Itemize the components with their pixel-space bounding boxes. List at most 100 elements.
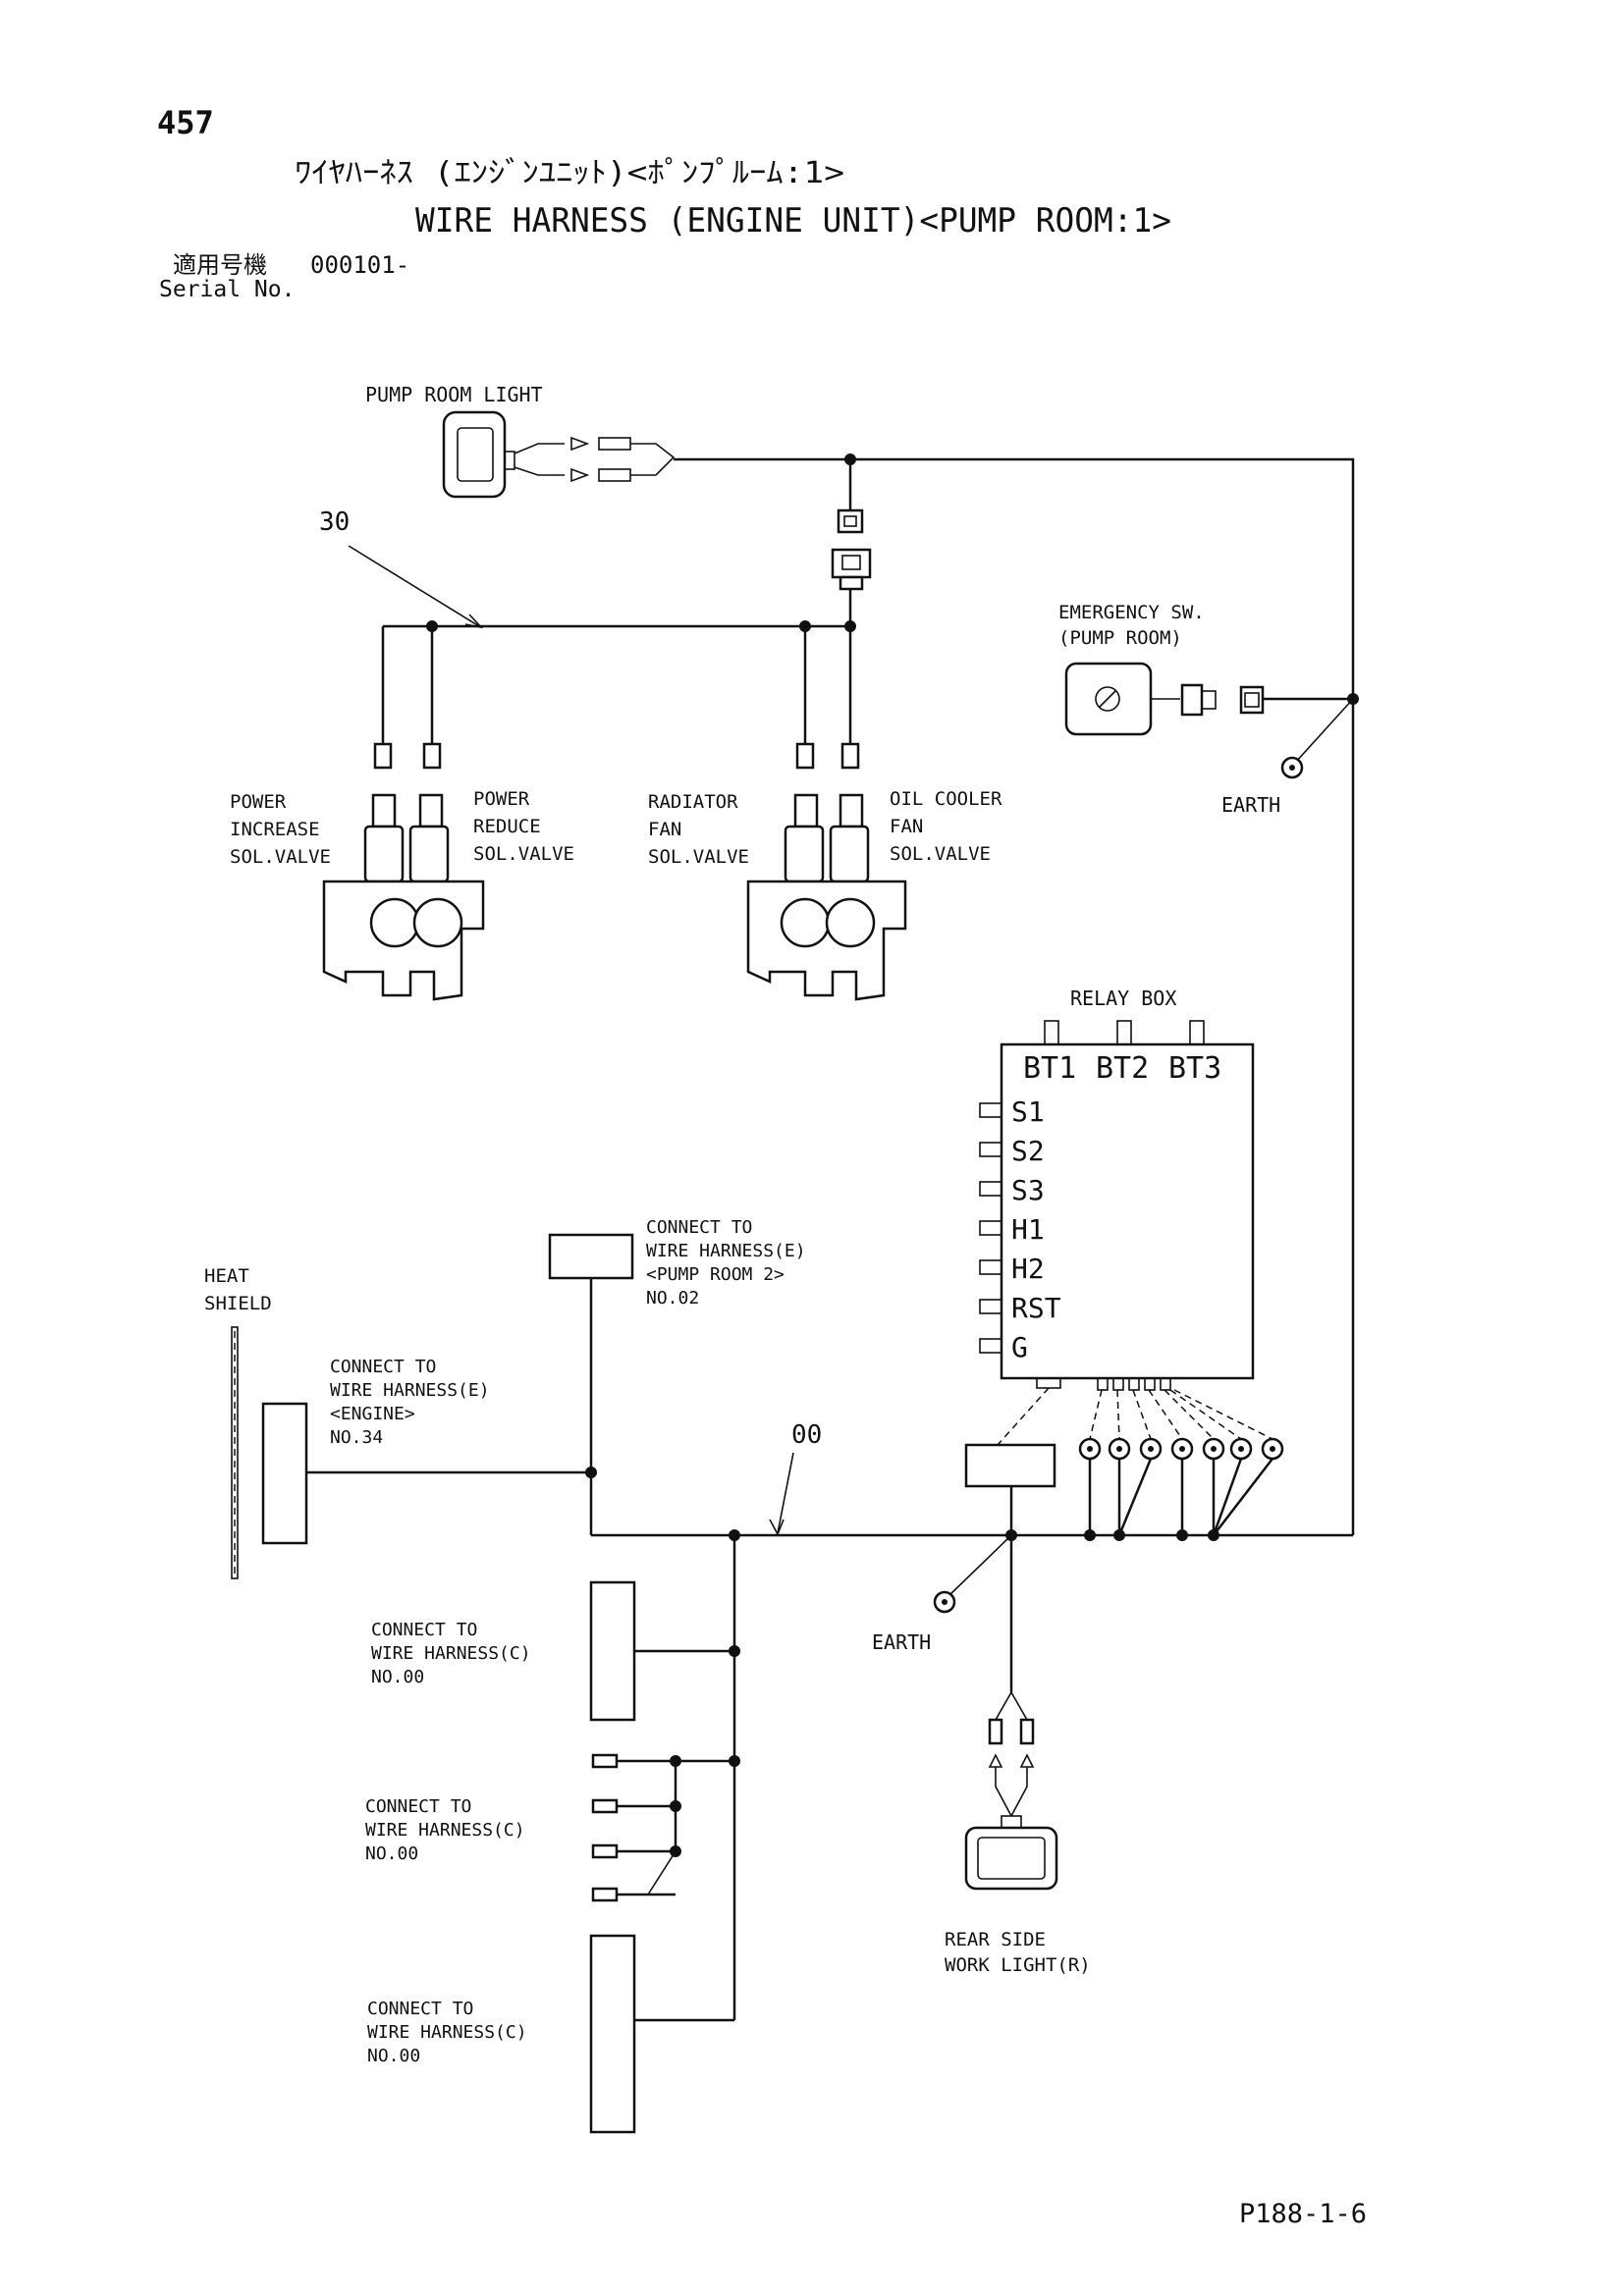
relay-terminal-s2: S2 (1011, 1135, 1045, 1167)
connector-harness-c-2 (591, 1753, 681, 1902)
svg-text:SOL.VALVE: SOL.VALVE (890, 843, 991, 865)
relay-box-label: RELAY BOX (1070, 987, 1176, 1010)
harness-00-leader (777, 1452, 794, 1534)
solenoid-valve-block-right (746, 793, 907, 1001)
power-increase-label: POWER INCREASE SOL.VALVE (230, 791, 331, 868)
relay-terminal-s1: S1 (1011, 1095, 1045, 1128)
relay-box-inline-connector (964, 1443, 1056, 1488)
svg-text:<ENGINE>: <ENGINE> (330, 1404, 415, 1424)
connect-harness-c-3-label: CONNECT TO WIRE HARNESS(C) NO.00 (367, 1999, 527, 2066)
connect-engine-label: CONNECT TO WIRE HARNESS(E) <ENGINE> NO.3… (330, 1357, 490, 1448)
emergency-switch-label: EMERGENCY SW. (1058, 602, 1205, 623)
svg-text:CONNECT TO: CONNECT TO (367, 1999, 473, 2019)
svg-text:WIRE HARNESS(C): WIRE HARNESS(C) (367, 2022, 527, 2043)
svg-text:NO.00: NO.00 (365, 1843, 418, 1864)
svg-text:SOL.VALVE: SOL.VALVE (648, 846, 749, 868)
svg-text:POWER: POWER (473, 788, 530, 810)
valve-plug-connectors (373, 742, 860, 770)
svg-text:WIRE HARNESS(C): WIRE HARNESS(C) (365, 1820, 525, 1841)
power-reduce-label: POWER REDUCE SOL.VALVE (473, 788, 574, 865)
footer-code: P188-1-6 (1239, 2199, 1367, 2229)
title-japanese: ﾜｲﾔﾊｰﾈｽ (ｴﾝｼﾞﾝﾕﾆｯﾄ)<ﾎﾟﾝﾌﾟﾙｰﾑ:1> (295, 156, 844, 190)
relay-terminal-g: G (1011, 1331, 1028, 1363)
relay-terminal-s3: S3 (1011, 1174, 1045, 1206)
relay-terminal-h1: H1 (1011, 1213, 1045, 1246)
relay-earth-wires (1088, 1458, 1273, 1536)
harness-00-arrowhead (769, 1519, 785, 1536)
page-number: 457 (157, 104, 214, 141)
earth-label-bottom: EARTH (872, 1630, 931, 1654)
svg-text:CONNECT TO: CONNECT TO (371, 1620, 477, 1640)
svg-text:INCREASE: INCREASE (230, 819, 320, 840)
pump-room-light-label: PUMP ROOM LIGHT (365, 383, 543, 406)
junction-dot (844, 454, 856, 465)
harness-30-leader (348, 545, 480, 627)
relay-terminal-bt1: BT1 (1023, 1051, 1076, 1086)
earth-terminal-top (1280, 756, 1304, 779)
radiator-fan-label: RADIATOR FAN SOL.VALVE (648, 791, 749, 868)
rear-side-work-light-label: REAR SIDE WORK LIGHT(R) (945, 1929, 1091, 1976)
serial-label-english: Serial No. (159, 277, 295, 302)
svg-text:NO.00: NO.00 (367, 2046, 420, 2066)
relay-terminal-bt2: BT2 (1096, 1051, 1149, 1086)
pump-room-light-lamp (442, 410, 515, 499)
heat-shield (231, 1326, 239, 1579)
pump-room-light-connectors (514, 436, 676, 483)
junction-dot (426, 620, 438, 632)
relay-terminal-h2: H2 (1011, 1253, 1045, 1285)
connector-pump-room-2 (548, 1233, 634, 1280)
harness-30-label: 30 (319, 507, 350, 537)
earth-label-top: EARTH (1221, 793, 1280, 817)
connector-harness-c-3 (589, 1934, 636, 2134)
heat-shield-label-1: HEAT (204, 1265, 249, 1287)
svg-text:FAN: FAN (890, 816, 923, 837)
work-light-wires (988, 1535, 1035, 1829)
svg-text:SOL.VALVE: SOL.VALVE (473, 843, 574, 865)
connector-harness-c-1 (589, 1580, 636, 1722)
relay-box-dashed-leads (997, 1387, 1273, 1446)
valve-feed-wires (381, 624, 852, 744)
earth-wire-top (1295, 698, 1354, 763)
connect-harness-c-2-label: CONNECT TO WIRE HARNESS(C) NO.00 (365, 1796, 525, 1864)
harness-00-label: 00 (791, 1420, 822, 1450)
rear-side-work-light-lamp (964, 1826, 1058, 1891)
serial-label-japanese: 適用号機 (173, 251, 267, 279)
svg-text:RADIATOR: RADIATOR (648, 791, 738, 813)
earth-wire-bottom (947, 1534, 1012, 1597)
relay-box (979, 1020, 1255, 1391)
svg-text:NO.02: NO.02 (646, 1288, 699, 1308)
title-english: WIRE HARNESS (ENGINE UNIT)<PUMP ROOM:1> (415, 201, 1171, 240)
svg-text:OIL COOLER: OIL COOLER (890, 788, 1002, 810)
emergency-switch-location: (PUMP ROOM) (1058, 627, 1182, 649)
svg-text:POWER: POWER (230, 791, 287, 813)
emergency-switch (1064, 662, 1265, 736)
junction-dot (844, 620, 856, 632)
svg-text:REAR SIDE: REAR SIDE (945, 1929, 1046, 1950)
svg-text:REDUCE: REDUCE (473, 816, 541, 837)
connect-harness-c-1-label: CONNECT TO WIRE HARNESS(C) NO.00 (371, 1620, 531, 1687)
heat-shield-label-2: SHIELD (204, 1293, 272, 1314)
svg-text:<PUMP ROOM 2>: <PUMP ROOM 2> (646, 1264, 785, 1285)
relay-earth-terminals (1078, 1437, 1284, 1461)
bottom-harness-wires (306, 1255, 1353, 2022)
svg-text:WIRE HARNESS(C): WIRE HARNESS(C) (371, 1643, 531, 1664)
relay-terminal-bt3: BT3 (1168, 1051, 1221, 1086)
svg-text:FAN: FAN (648, 819, 681, 840)
oil-cooler-fan-label: OIL COOLER FAN SOL.VALVE (890, 788, 1002, 865)
svg-text:CONNECT TO: CONNECT TO (330, 1357, 436, 1377)
solenoid-valve-block-left (322, 793, 485, 1001)
junction-dot (799, 620, 811, 632)
bottom-junction-dots (585, 1467, 1219, 1767)
svg-text:WORK LIGHT(R): WORK LIGHT(R) (945, 1954, 1091, 1976)
svg-text:WIRE HARNESS(E): WIRE HARNESS(E) (646, 1241, 806, 1261)
svg-text:SOL.VALVE: SOL.VALVE (230, 846, 331, 868)
earth-terminal-bottom (933, 1590, 956, 1614)
svg-text:WIRE HARNESS(E): WIRE HARNESS(E) (330, 1380, 490, 1401)
serial-number-value: 000101- (310, 251, 409, 279)
svg-text:CONNECT TO: CONNECT TO (365, 1796, 471, 1817)
svg-text:NO.00: NO.00 (371, 1667, 424, 1687)
svg-text:NO.34: NO.34 (330, 1427, 383, 1448)
connect-pump-room-2-label: CONNECT TO WIRE HARNESS(E) <PUMP ROOM 2>… (646, 1217, 806, 1308)
connector-engine (261, 1402, 308, 1545)
